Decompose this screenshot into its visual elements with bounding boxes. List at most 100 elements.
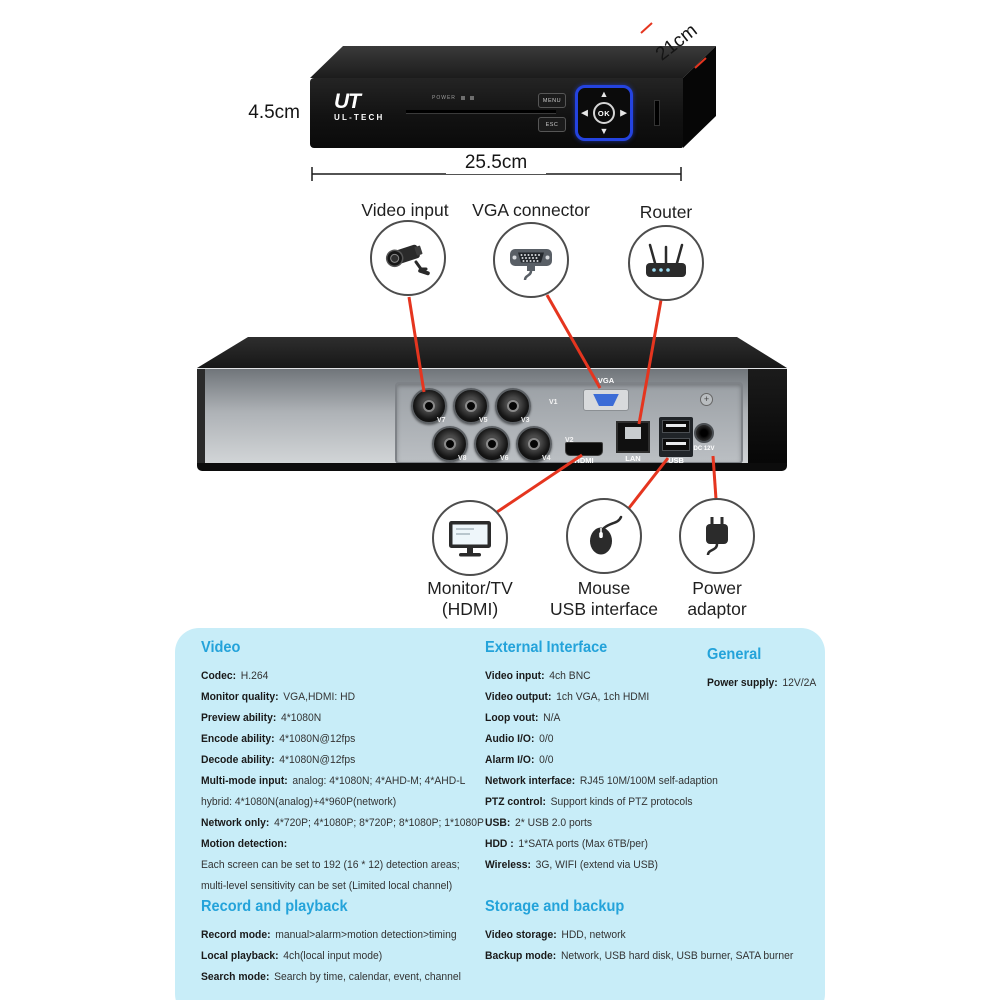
bnc-label: V7 xyxy=(437,417,446,424)
bnc-label: V5 xyxy=(479,417,488,424)
spec-row: Video storage: HDD, network xyxy=(485,925,793,946)
bnc-connector xyxy=(411,388,447,424)
spec-value: 4*720P; 4*1080P; 8*720P; 8*1080P; 1*1080… xyxy=(274,817,484,829)
callout-label-vga-connector: VGA connector xyxy=(472,200,590,220)
spec-row: hybrid: 4*1080N(analog)+4*960P(network) xyxy=(201,792,484,813)
spec-list-record: Record mode:manual>alarm>motion detectio… xyxy=(201,925,461,988)
spec-value: hybrid: 4*1080N(analog)+4*960P(network) xyxy=(201,796,397,808)
callout-circle-mouse xyxy=(566,498,642,574)
router-icon xyxy=(646,243,686,277)
callout-label-video-input: Video input xyxy=(361,200,449,220)
spec-row: multi-level sensitivity can be set (Limi… xyxy=(201,876,484,897)
menu-button-label: MENU xyxy=(542,97,562,104)
ground-screw-icon: + xyxy=(700,393,713,406)
spec-row: Loop vout:N/A xyxy=(485,708,718,729)
callout-circle-vga-connector xyxy=(493,222,569,298)
vga-port xyxy=(583,389,629,411)
ok-button: OK xyxy=(593,102,615,124)
arrow-down-icon: ▼ xyxy=(599,126,609,136)
spec-row: Codec:H.264 xyxy=(201,666,484,687)
spec-label: Audio I/O: xyxy=(485,733,535,745)
vga-connector-icon xyxy=(510,249,552,281)
spec-value: RJ45 10M/100M self-adaption xyxy=(579,775,718,787)
specs-panel: Video Codec:H.264 Monitor quality:VGA,HD… xyxy=(175,628,825,1000)
spec-label: Video storage: xyxy=(485,929,557,941)
bnc-connector xyxy=(495,388,531,424)
spec-row: Monitor quality:VGA,HDMI: HD xyxy=(201,687,484,708)
rear-right-side-face xyxy=(748,369,787,466)
spec-value: Network, USB hard disk, USB burner, SATA… xyxy=(560,950,794,962)
section-title-external-interface: External Interface xyxy=(485,639,608,656)
dvr-rear-bottom-edge xyxy=(197,463,787,471)
led-indicator xyxy=(469,96,474,100)
ul-tech-logo: UT UL-TECH xyxy=(334,91,385,122)
spec-row: Multi-mode input:analog: 4*1080N; 4*AHD-… xyxy=(201,771,484,792)
spec-value: 0/0 xyxy=(539,754,554,766)
spec-label: Local playback: xyxy=(201,950,279,962)
spec-row: Audio I/O: 0/0 xyxy=(485,729,718,750)
spec-label: PTZ control: xyxy=(485,796,546,808)
spec-row: Record mode:manual>alarm>motion detectio… xyxy=(201,925,461,946)
spec-value: Each screen can be set to 192 (16 * 12) … xyxy=(201,859,460,871)
bnc-connector xyxy=(453,388,489,424)
callout-circle-monitor xyxy=(432,500,508,576)
spec-row: Network interface:RJ45 10M/100M self-ada… xyxy=(485,771,718,792)
spec-label: Alarm I/O: xyxy=(485,754,535,766)
spec-label: Video output: xyxy=(485,691,552,703)
usb-slot xyxy=(662,420,690,433)
spec-section-general: General Power supply:12V/2A xyxy=(707,646,816,694)
callout-label-power-adaptor: Power adaptor xyxy=(647,578,787,620)
spec-section-record-playback: Record and playback Record mode:manual>a… xyxy=(201,898,461,988)
callout-circle-power-adaptor xyxy=(679,498,755,574)
spec-value: multi-level sensitivity can be set (Limi… xyxy=(201,880,453,892)
spec-section-external-interface: External Interface Video input:4ch BNC V… xyxy=(485,639,718,876)
dvr-front-top-face xyxy=(310,46,716,78)
spec-label: Preview ability: xyxy=(201,712,277,724)
usb-ports xyxy=(659,417,693,457)
callout-label-line: (HDMI) xyxy=(441,599,499,619)
spec-label: Backup mode: xyxy=(485,950,557,962)
spec-section-storage-backup: Storage and backup Video storage:HDD, ne… xyxy=(485,898,793,967)
dpad-control: ▲ ▼ ◀ ▶ OK xyxy=(575,85,633,141)
lan-port xyxy=(616,421,650,453)
dc-power-label: DC 12V xyxy=(693,446,715,452)
spec-value: 4*1080N@12fps xyxy=(279,733,356,745)
spec-value: manual>alarm>motion detection>timing xyxy=(275,929,457,941)
spec-label: Network interface: xyxy=(485,775,576,787)
spec-list-external: Video input:4ch BNC Video output:1ch VGA… xyxy=(485,666,718,876)
dvr-front-panel: UT UL-TECH POWER MENU ESC ▲ ▼ ◀ ▶ OK xyxy=(310,78,683,148)
spec-label: Encode ability: xyxy=(201,733,275,745)
spec-row: Each screen can be set to 192 (16 * 12) … xyxy=(201,855,484,876)
spec-label: Network only: xyxy=(201,817,270,829)
spec-value: 4*1080N@12fps xyxy=(279,754,356,766)
spec-value: 0/0 xyxy=(539,733,554,745)
dimension-height-label: 4.5cm xyxy=(248,102,300,123)
cctv-camera-icon xyxy=(385,244,430,276)
menu-button: MENU xyxy=(538,93,566,108)
bnc-label: V8 xyxy=(458,455,467,462)
spec-row: Alarm I/O: 0/0 xyxy=(485,750,718,771)
callout-label-line: USB interface xyxy=(550,599,658,619)
spec-label: Wireless: xyxy=(485,859,531,871)
usb-port-label: USB xyxy=(668,456,684,465)
callout-label-line: Power xyxy=(692,578,742,598)
brand-name: UL-TECH xyxy=(334,113,385,122)
spec-section-video: Video Codec:H.264 Monitor quality:VGA,HD… xyxy=(201,639,484,897)
spec-row: PTZ control: Support kinds of PTZ protoco… xyxy=(485,792,718,813)
spec-value: HDD, network xyxy=(561,929,626,941)
spec-row: Preview ability:4*1080N xyxy=(201,708,484,729)
spec-value: 1*SATA ports (Max 6TB/per) xyxy=(518,838,648,850)
arrow-right-icon: ▶ xyxy=(620,107,627,118)
spec-value: Support kinds of PTZ protocols xyxy=(550,796,693,808)
spec-row: Encode ability: 4*1080N@12fps xyxy=(201,729,484,750)
spec-row: Power supply:12V/2A xyxy=(707,673,816,694)
bnc-connector xyxy=(432,426,468,462)
spec-value: 1ch VGA, 1ch HDMI xyxy=(556,691,650,703)
spec-value: 4*1080N xyxy=(280,712,322,724)
spec-label: Codec: xyxy=(201,670,237,682)
spec-value: N/A xyxy=(543,712,561,724)
callout-label-line: Monitor/TV xyxy=(427,578,513,598)
power-adaptor-icon xyxy=(706,517,728,556)
arrow-left-icon: ◀ xyxy=(581,107,588,118)
